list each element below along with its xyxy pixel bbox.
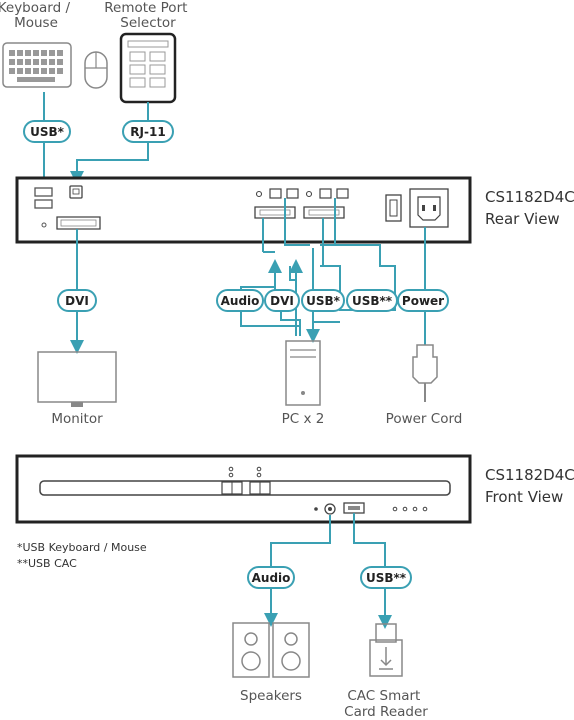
- svg-text:Audio: Audio: [252, 571, 291, 585]
- note-usb-cac: **USB CAC: [17, 557, 77, 570]
- power-socket: [409, 188, 449, 228]
- keyboard-icon: [2, 42, 72, 88]
- front-panel: [15, 454, 472, 524]
- svg-text:Audio: Audio: [221, 294, 260, 308]
- cac-reader-icon: [369, 623, 403, 677]
- usb-cac-pc-pill: USB**: [346, 289, 398, 312]
- rear-led: [41, 222, 47, 228]
- dvi-monitor-pill: DVI: [57, 289, 97, 312]
- svg-text:USB**: USB**: [366, 571, 407, 585]
- power-pill: Power: [397, 289, 449, 312]
- rear-model: CS1182D4C: [485, 188, 574, 206]
- front-led: [314, 507, 318, 511]
- keyboard-mouse-label: Keyboard / Mouse: [0, 0, 74, 31]
- front-model: CS1182D4C: [485, 466, 574, 484]
- svg-text:RJ-11: RJ-11: [130, 125, 165, 139]
- svg-text:USB**: USB**: [352, 294, 393, 308]
- remote-port-selector-label: Remote Port Selector: [104, 0, 191, 31]
- usb-front-pill: USB**: [360, 566, 412, 589]
- pc-icon: [285, 340, 321, 406]
- usb-pc-pill: USB*: [301, 289, 345, 312]
- mouse-icon: [84, 51, 108, 89]
- power-cord-label: Power Cord: [386, 411, 463, 427]
- remote-port-selector-icon: [119, 32, 177, 104]
- svg-text:USB*: USB*: [306, 294, 341, 308]
- svg-text:DVI: DVI: [270, 294, 294, 308]
- audio-pc-pill: Audio: [216, 289, 264, 312]
- rj11-port: [69, 185, 83, 199]
- speakers-label: Speakers: [240, 688, 302, 704]
- pc-label: PC x 2: [282, 411, 325, 427]
- front-status-leds: [392, 506, 428, 512]
- usb-kb-pill: USB*: [23, 120, 71, 143]
- rj11-pill: RJ-11: [122, 120, 174, 143]
- dvi-pc-pill: DVI: [264, 289, 300, 312]
- note-usb-keyboard: *USB Keyboard / Mouse: [17, 541, 147, 554]
- front-slot: [39, 480, 451, 496]
- rear-usb-ports: [34, 187, 53, 209]
- speakers-icon: [232, 622, 310, 678]
- rear-panel: [15, 176, 472, 244]
- monitor-icon: [37, 351, 117, 407]
- svg-text:DVI: DVI: [65, 294, 89, 308]
- cac-reader-label: CAC Smart Card Reader: [344, 688, 428, 720]
- svg-text:USB*: USB*: [30, 125, 65, 139]
- power-cord-icon: [412, 344, 438, 402]
- rear-view-label: Rear View: [485, 210, 560, 228]
- dvi-console-port: [56, 216, 101, 230]
- power-switch: [385, 194, 402, 222]
- front-audio-jack: [324, 503, 336, 515]
- front-selector-buttons: [221, 466, 271, 495]
- front-view-label: Front View: [485, 488, 563, 506]
- audio-front-pill: Audio: [247, 566, 295, 589]
- svg-text:Power: Power: [402, 294, 444, 308]
- monitor-label: Monitor: [51, 411, 103, 427]
